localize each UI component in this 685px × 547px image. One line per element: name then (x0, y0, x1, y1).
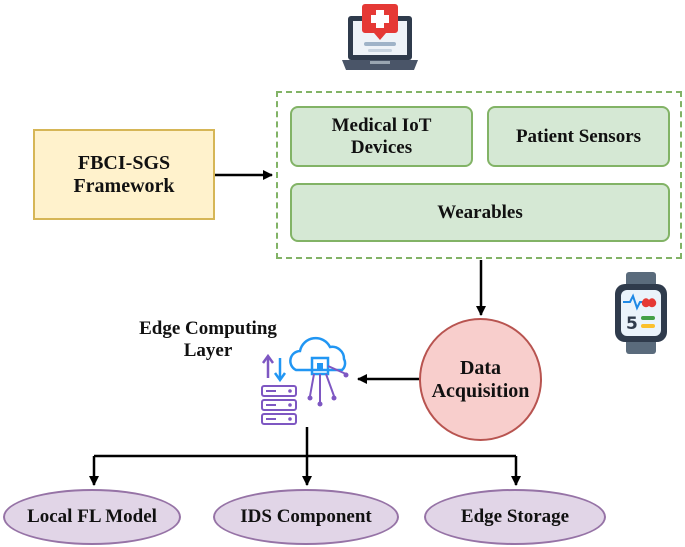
ids-label: IDS Component (240, 506, 372, 528)
edge-storage-oval: Edge Storage (424, 489, 606, 545)
patient-sensors-label: Patient Sensors (515, 125, 642, 147)
framework-box: FBCI-SGS Framework (33, 129, 215, 220)
medical-iot-box: Medical IoT Devices (290, 106, 473, 167)
devices-group (276, 91, 682, 259)
smartwatch-icon: 5 (615, 272, 667, 354)
wearables-box: Wearables (290, 183, 670, 242)
framework-label: FBCI-SGS Framework (73, 151, 175, 197)
edge-storage-label: Edge Storage (460, 506, 570, 528)
svg-text:5: 5 (626, 314, 638, 334)
patient-sensors-box: Patient Sensors (487, 106, 670, 167)
edge-layer-label: Edge Computing Layer (139, 318, 277, 361)
local-fl-label: Local FL Model (27, 506, 157, 528)
data-acquisition-label: Data Acquisition (431, 356, 530, 402)
medical-laptop-icon (342, 4, 418, 70)
ids-oval: IDS Component (213, 489, 399, 545)
data-acquisition-circle: Data Acquisition (419, 318, 542, 441)
local-fl-oval: Local FL Model (3, 489, 181, 545)
wearables-label: Wearables (437, 201, 523, 223)
cloud-server-icon (261, 336, 349, 425)
medical-iot-label: Medical IoT Devices (331, 114, 432, 158)
